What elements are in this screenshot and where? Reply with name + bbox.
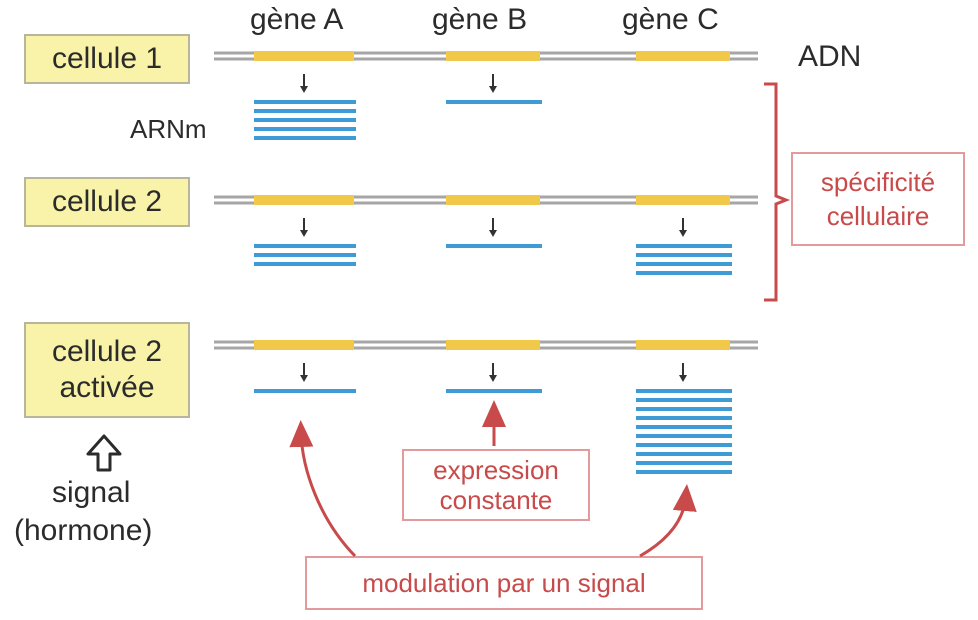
transcription-arrowhead-icon <box>679 230 687 237</box>
cell-1-label: cellule 1 <box>51 42 163 75</box>
transcription-arrowhead-icon <box>300 230 308 237</box>
gene-segment <box>446 195 540 205</box>
dna-label: ADN <box>798 40 862 73</box>
gene-segment <box>446 340 540 350</box>
constant-line1: expression <box>433 455 559 485</box>
modulation-box: modulation par un signal <box>305 556 703 610</box>
gene-segment <box>254 51 354 61</box>
gene-a-label: gène A <box>250 3 344 36</box>
gene-c-label: gène C <box>622 3 719 36</box>
signal-label: signal <box>52 476 131 509</box>
specificity-line2: cellulaire <box>826 201 930 231</box>
specificity-bracket <box>764 82 791 302</box>
mrna-label: ARNm <box>130 114 207 144</box>
constant-line2: constante <box>439 485 553 515</box>
specificity-box: spécificité cellulaire <box>791 152 965 246</box>
gene-segment <box>636 51 730 61</box>
cell-2-label: cellule 2 <box>51 185 163 218</box>
signal-up-arrow-icon <box>86 434 122 472</box>
transcription-arrowhead-icon <box>489 230 497 237</box>
gene-segment <box>254 340 354 350</box>
constant-expression-box: expression constante <box>402 449 590 521</box>
specificity-line1: spécificité <box>820 167 936 197</box>
transcription-arrowhead-icon <box>300 375 308 382</box>
transcription-arrowhead-icon <box>300 86 308 93</box>
cell-2-activated-line1: cellule 2 <box>51 335 163 368</box>
cell-1-box: cellule 1 <box>24 34 190 84</box>
cell-2-activated-box: cellule 2 activée <box>24 322 190 418</box>
signal-hormone-label: (hormone) <box>14 514 153 547</box>
transcription-arrowhead-icon <box>489 86 497 93</box>
gene-segment <box>636 340 730 350</box>
modulation-label: modulation par un signal <box>362 567 646 598</box>
transcription-arrowhead-icon <box>679 375 687 382</box>
modulation-arrow-gene-a <box>289 420 357 558</box>
modulation-arrow-gene-c <box>639 484 697 558</box>
gene-segment <box>446 51 540 61</box>
cell-2-box: cellule 2 <box>24 177 190 227</box>
cell-2-activated-line2: activée <box>59 371 155 404</box>
gene-segment <box>254 195 354 205</box>
gene-b-label: gène B <box>432 3 528 36</box>
gene-segment <box>636 195 730 205</box>
transcription-arrowhead-icon <box>489 375 497 382</box>
